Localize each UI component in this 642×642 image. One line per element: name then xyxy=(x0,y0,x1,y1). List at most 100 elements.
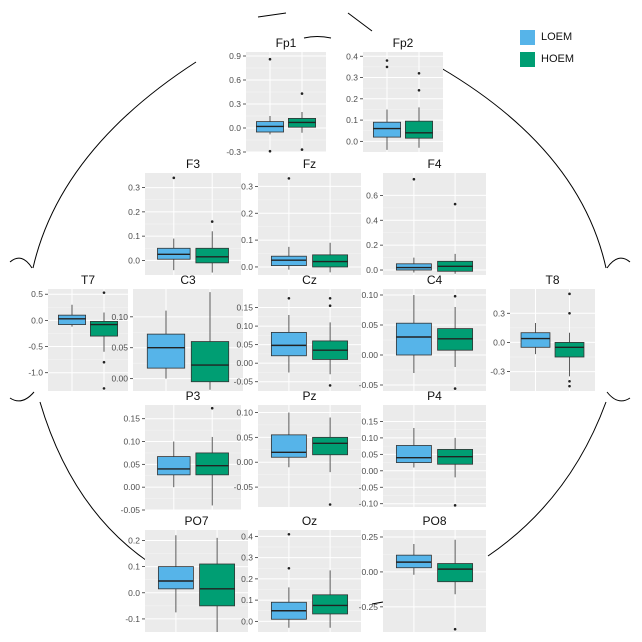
box-loem xyxy=(270,412,307,468)
y-tick-label: 0.05 xyxy=(236,340,253,350)
outlier-point xyxy=(568,311,571,315)
y-tick-label: 0.10 xyxy=(361,290,378,300)
outlier-point xyxy=(453,627,457,631)
y-tick-label: 0.2 xyxy=(241,208,253,218)
y-tick-label: 0.6 xyxy=(229,75,241,85)
y-tick-label: 0.3 xyxy=(493,308,505,318)
y-tick-label: -0.25 xyxy=(359,602,379,612)
legend: LOEM HOEM xyxy=(520,26,574,70)
outlier-point xyxy=(102,291,106,294)
head-outline-arc-upper-left xyxy=(257,12,287,18)
right-ear xyxy=(606,257,631,402)
box-loem xyxy=(395,177,432,273)
box-iqr xyxy=(270,331,307,357)
y-tick-label: 0.9 xyxy=(229,51,241,61)
panel-title: C4 xyxy=(427,273,443,287)
head-outline-right-upper-arc xyxy=(440,67,607,269)
y-tick-label: 0.3 xyxy=(128,183,140,193)
y-tick-label: 0.05 xyxy=(123,459,140,469)
y-tick-label: 0.15 xyxy=(236,303,253,313)
y-tick-label: 0.00 xyxy=(361,567,378,577)
y-tick-label: 0.2 xyxy=(241,574,253,584)
y-tick-label: 0.1 xyxy=(241,235,253,245)
y-tick-label: 0.3 xyxy=(346,73,358,83)
panel-f4: 0.00.20.40.6F4 xyxy=(366,157,486,275)
y-tick-label: -0.05 xyxy=(234,482,254,492)
y-tick-label: 0.10 xyxy=(236,407,253,417)
box-iqr xyxy=(520,332,551,348)
y-tick-label: 0.2 xyxy=(128,535,140,545)
outlier-point xyxy=(568,384,571,388)
y-tick-label: 0.4 xyxy=(366,215,378,225)
y-tick-label: 0.4 xyxy=(241,531,253,541)
box-iqr xyxy=(312,436,349,456)
legend-swatch-loem xyxy=(520,29,535,45)
outlier-point xyxy=(300,148,304,151)
outlier-point xyxy=(287,566,291,570)
y-tick-label: 0.0 xyxy=(241,262,253,272)
y-tick-label: 0.10 xyxy=(123,437,140,447)
box-loem xyxy=(58,304,87,327)
left-ear xyxy=(9,257,35,402)
head-outline-arc-upper-right xyxy=(347,12,373,32)
y-tick-label: -0.05 xyxy=(359,380,379,390)
head-outline-left-lower-arc xyxy=(39,401,151,564)
y-tick-label: 0.5 xyxy=(31,289,43,299)
outlier-point xyxy=(412,177,416,181)
head-outline-left-upper-arc xyxy=(32,61,197,269)
outlier-point xyxy=(453,387,457,390)
box-loem xyxy=(395,428,432,468)
box-loem xyxy=(146,310,186,379)
y-tick-label: 0.0 xyxy=(241,616,253,626)
y-tick-label: 0.0 xyxy=(31,315,43,325)
y-tick-label: 0.1 xyxy=(128,231,140,241)
box-iqr xyxy=(90,321,119,337)
panel-title: C3 xyxy=(180,273,196,287)
panel-title: P3 xyxy=(186,389,201,403)
box-hoem xyxy=(404,71,433,148)
panel-title: PO8 xyxy=(422,514,446,528)
outlier-point xyxy=(268,149,272,153)
box-hoem xyxy=(437,294,474,390)
y-tick-label: -0.1 xyxy=(125,614,140,624)
outlier-point xyxy=(568,292,571,296)
box-hoem xyxy=(312,242,349,273)
box-hoem xyxy=(199,537,236,632)
y-tick-label: 0.0 xyxy=(229,123,241,133)
y-tick-label: 0.0 xyxy=(366,265,378,275)
y-tick-label: 0.00 xyxy=(361,350,378,360)
box-iqr xyxy=(157,456,191,476)
head-outline-top-tick xyxy=(303,36,332,39)
outlier-point xyxy=(417,88,421,92)
box-iqr xyxy=(554,342,585,358)
panels-layer: -0.30.00.30.60.9Fp10.00.10.20.30.4Fp20.0… xyxy=(28,36,595,632)
outlier-point xyxy=(328,503,332,506)
box-loem xyxy=(395,295,432,373)
box-hoem xyxy=(312,417,349,506)
box-iqr xyxy=(395,445,432,463)
outlier-point xyxy=(328,384,332,387)
box-hoem xyxy=(437,202,474,274)
y-tick-label: 0.10 xyxy=(111,312,128,322)
outlier-point xyxy=(210,406,214,410)
y-tick-label: 0.00 xyxy=(123,482,140,492)
outlier-point xyxy=(417,71,421,75)
outlier-point xyxy=(328,304,332,307)
y-tick-label: -0.05 xyxy=(121,505,141,515)
box-hoem xyxy=(195,220,229,273)
box-loem xyxy=(270,296,307,373)
panel-f3: 0.00.10.20.3F3 xyxy=(128,157,241,275)
legend-label-hoem: HOEM xyxy=(541,53,574,65)
box-iqr xyxy=(199,563,236,607)
panel-fz: 0.00.10.20.3Fz xyxy=(241,157,361,275)
y-tick-label: 0.3 xyxy=(241,553,253,563)
box-hoem xyxy=(287,92,316,151)
box-iqr xyxy=(395,322,432,356)
y-tick-label: 0.0 xyxy=(493,337,505,347)
box-iqr xyxy=(157,566,194,590)
outlier-point xyxy=(102,360,106,364)
box-loem xyxy=(270,532,307,628)
y-tick-label: 0.2 xyxy=(346,94,358,104)
